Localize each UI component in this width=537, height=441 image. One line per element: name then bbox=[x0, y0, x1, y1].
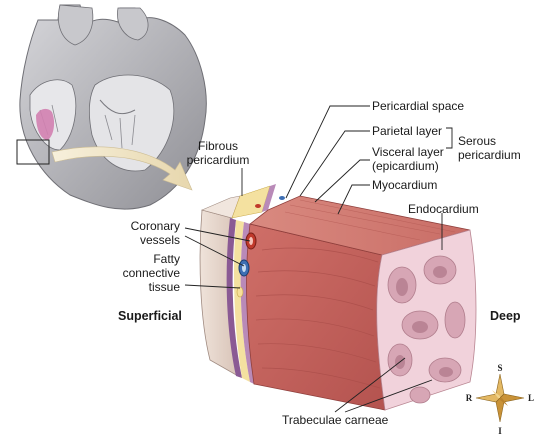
label-fatty-3: tissue bbox=[149, 280, 181, 294]
compass-rose: S I R L bbox=[466, 363, 534, 436]
label-fibrous-2: pericardium bbox=[187, 153, 250, 167]
wall-highlight bbox=[36, 108, 55, 140]
label-endocardium: Endocardium bbox=[408, 202, 479, 216]
label-coronary-2: vessels bbox=[140, 233, 180, 247]
compass-r: R bbox=[466, 393, 473, 403]
label-fibrous-1: Fibrous bbox=[198, 139, 238, 153]
compass-l: L bbox=[528, 393, 534, 403]
label-fatty-1: Fatty bbox=[153, 252, 180, 266]
wall-block bbox=[199, 184, 477, 411]
myocardium-front bbox=[246, 223, 386, 411]
compass-i: I bbox=[498, 426, 502, 436]
label-serous-1: Serous bbox=[458, 134, 496, 148]
label-serous-2: pericardium bbox=[458, 148, 521, 162]
label-coronary-1: Coronary bbox=[131, 219, 180, 233]
label-pericardial-space: Pericardial space bbox=[372, 99, 464, 113]
parietal-layer-band bbox=[226, 218, 242, 378]
leader-lines bbox=[184, 105, 453, 413]
label-superficial: Superficial bbox=[118, 309, 182, 323]
zoom-arrow bbox=[51, 146, 193, 191]
fatty-band bbox=[234, 220, 250, 382]
label-trabeculae-carneae: Trabeculae carneae bbox=[282, 413, 389, 427]
zoom-box bbox=[16, 139, 50, 165]
label-fatty-2: connective bbox=[123, 266, 181, 280]
label-myocardium: Myocardium bbox=[372, 178, 437, 192]
label-deep: Deep bbox=[490, 309, 521, 323]
compass-s: S bbox=[497, 363, 502, 373]
coronary-vessels bbox=[236, 196, 285, 298]
label-visceral-layer: Visceral layer bbox=[372, 145, 444, 159]
label-parietal-layer: Parietal layer bbox=[372, 124, 442, 138]
label-epicardium: (epicardium) bbox=[372, 159, 439, 173]
